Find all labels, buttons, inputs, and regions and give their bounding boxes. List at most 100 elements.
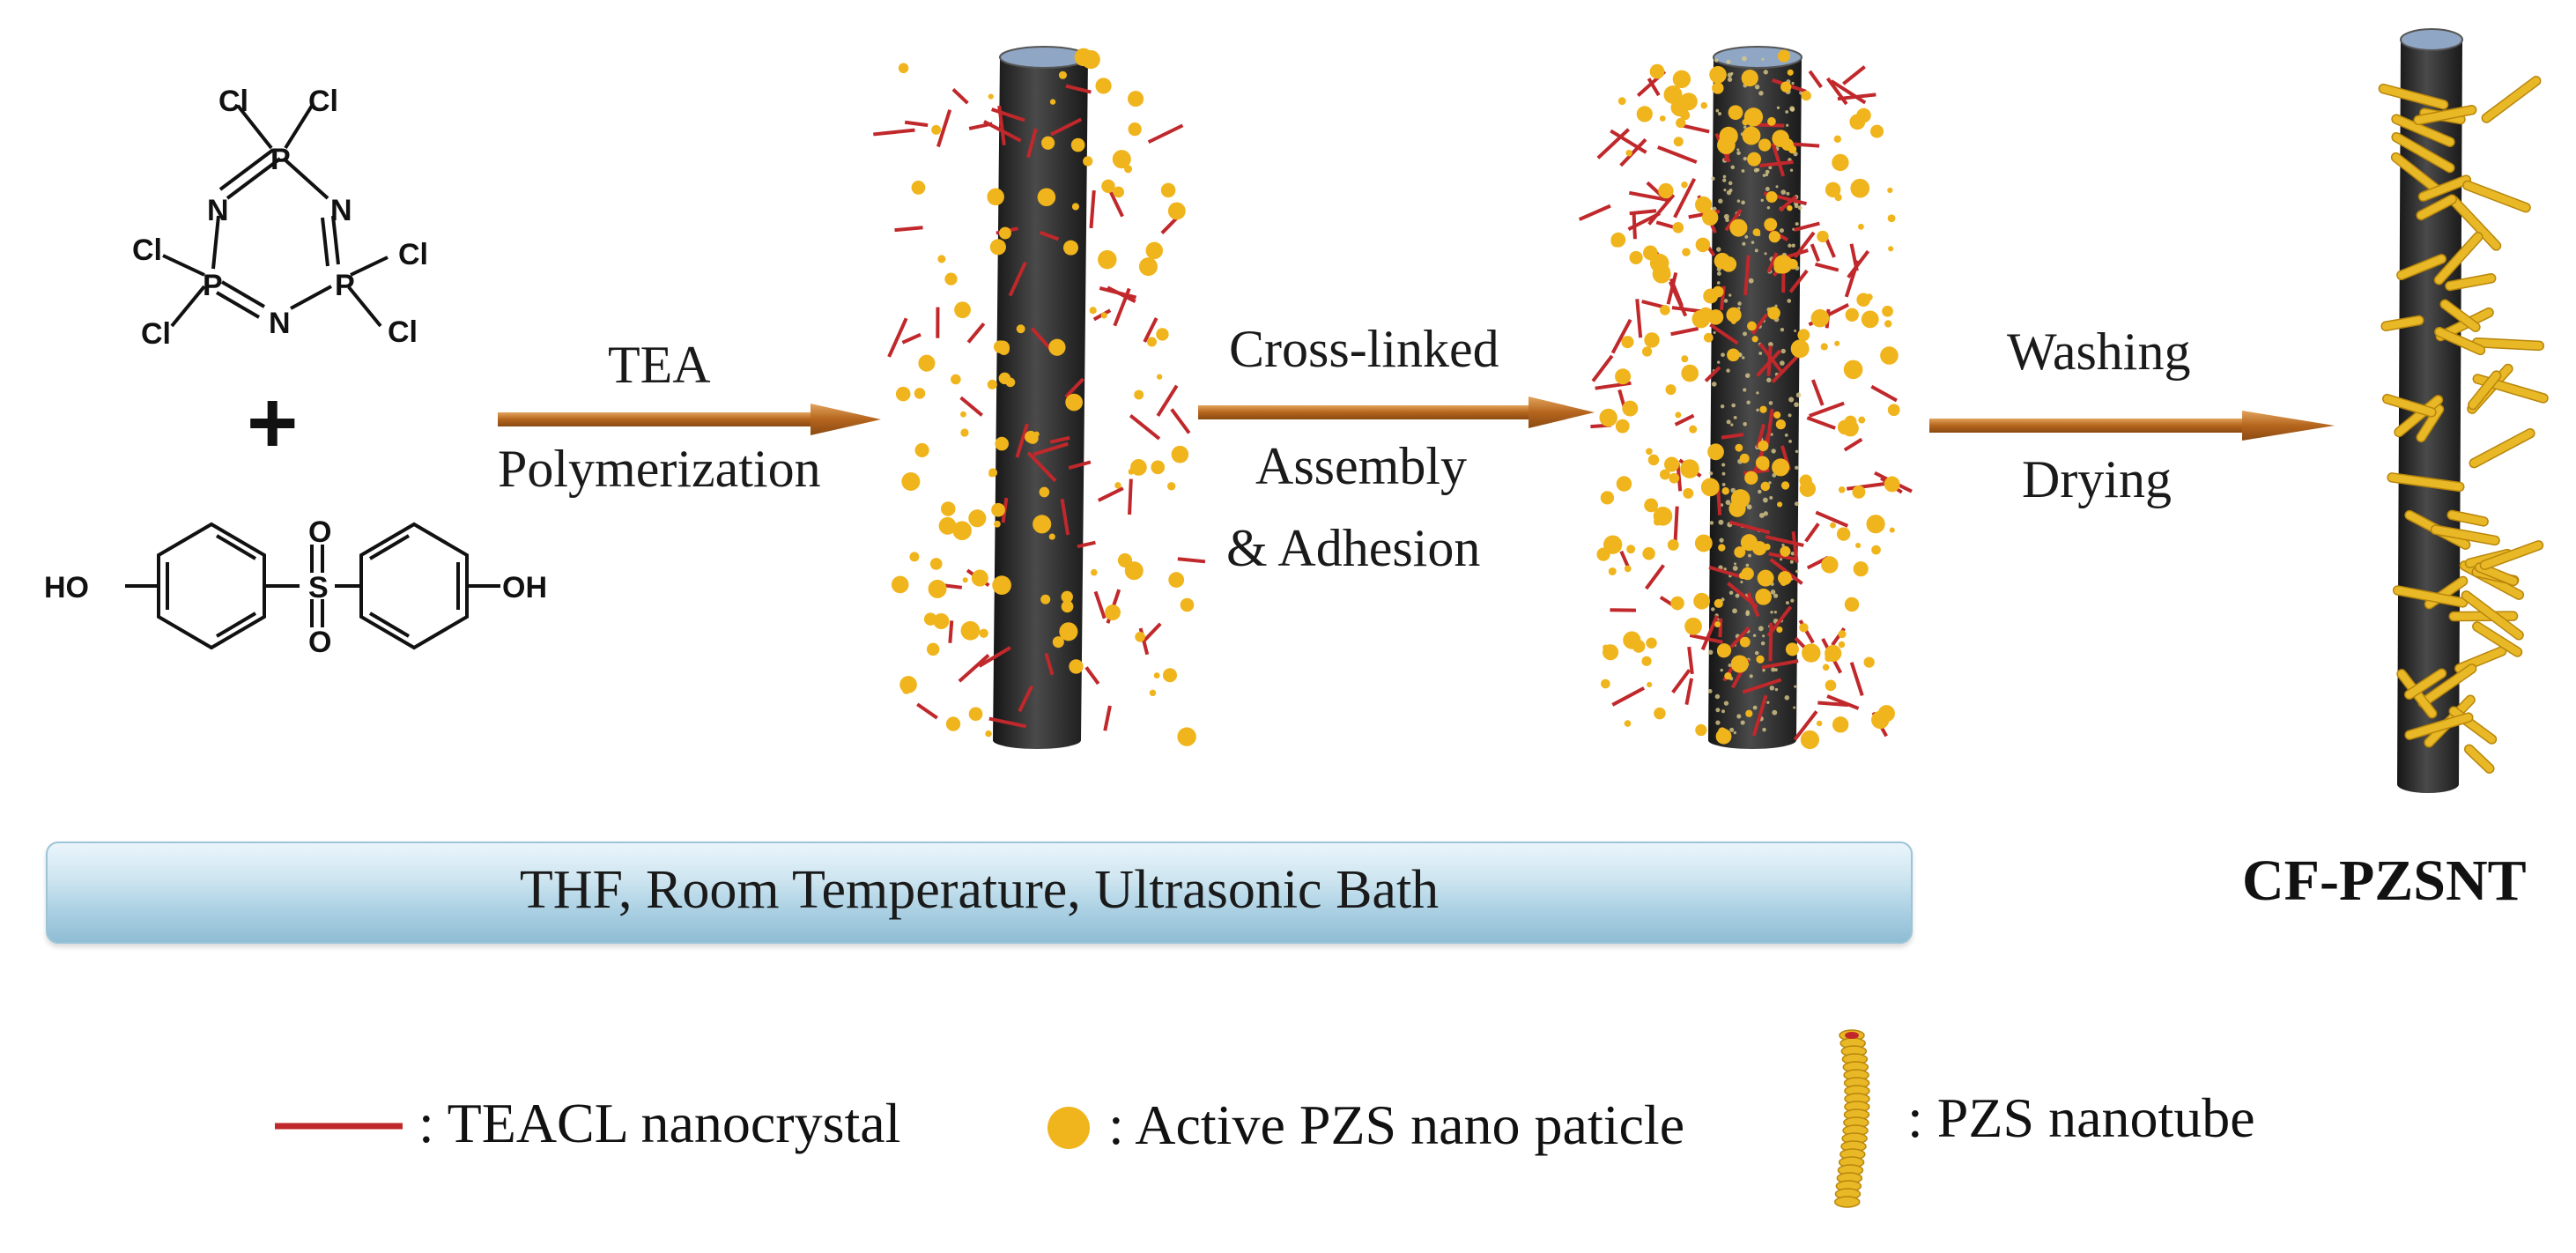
particle-mark [891,575,909,594]
particle-mark [1843,360,1863,380]
particle-mark [1600,491,1615,505]
particle-mark [1641,346,1653,357]
nanocrystal-mark [1809,401,1845,418]
step-3-top-label: Washing [2007,323,2191,381]
particle-mark [1788,145,1797,154]
particle-mark [1147,337,1157,347]
particle-mark [1603,535,1623,554]
nanocrystal-mark [1746,592,1760,618]
particle-mark [1654,707,1666,720]
nanocrystal-mark [1143,317,1158,343]
particle-mark [1772,458,1790,477]
particle-mark [1799,480,1817,497]
particle-mark [1810,308,1830,328]
particle-mark [898,63,909,74]
particle-mark [1743,108,1764,127]
nanocrystal-mark [1837,93,1876,101]
nanocrystal-mark [1724,208,1743,232]
particle-mark [1734,546,1746,559]
particle-mark [1665,384,1677,396]
particle-mark [1741,69,1758,87]
step-2-top-label: Cross-linked [1229,320,1499,378]
hccp-atom: Cl [398,238,428,271]
particle-mark [1700,478,1720,497]
particle-mark [1658,182,1674,199]
particle-mark [1646,448,1653,456]
nanocrystal-mark [1708,565,1743,579]
nanocrystal-mark [1729,626,1751,649]
particle-mark [1642,547,1655,560]
particle-mark [1149,689,1157,697]
particle-mark [1130,459,1147,476]
nanocrystal-mark [988,716,1027,729]
particle-mark [931,124,942,135]
arrow-1 [498,404,881,435]
hccp-atom: Cl [388,315,418,349]
particle-mark [1608,567,1617,575]
particle-mark [1780,545,1791,557]
plus-sign: + [247,374,299,472]
nanotube-mark [2479,540,2544,570]
nanotube-mark [2481,76,2542,123]
nanocrystal-mark [1141,622,1162,644]
particle-mark [1680,110,1691,121]
particle-mark [1752,228,1761,236]
particle-mark [1845,308,1859,322]
particle-mark [1871,545,1881,555]
particle-mark [1785,642,1799,656]
particle-mark [1641,656,1652,666]
particle-mark [1100,312,1107,319]
particle-mark [991,502,1005,517]
particle-mark [960,620,981,641]
particle-mark [1858,416,1866,424]
hccp-structure [162,104,389,328]
nanocrystal-mark [1647,193,1676,226]
bps-o-bottom-label: O [308,626,332,659]
hccp-atom: Cl [308,85,338,118]
nanocrystal-mark [1064,377,1084,398]
particle-mark [1636,106,1653,122]
nanocrystal-mark [1619,550,1631,569]
particle-mark [1773,261,1787,274]
nanocrystal-mark [1766,252,1779,273]
nanocrystal-mark [1817,701,1848,708]
particle-mark [1838,486,1846,493]
hccp-atom: N [330,194,352,227]
nanocrystal-mark [1065,84,1092,94]
nanocrystal-mark [1646,181,1670,204]
nanocrystal-mark [1591,354,1614,382]
particle-mark [1033,515,1052,534]
nanocrystal-mark [1170,408,1191,434]
particle-mark [1180,597,1195,612]
nanocrystal-mark [1709,323,1739,345]
particle-mark [1834,194,1842,202]
particle-mark [1616,476,1632,492]
particle-mark [1775,419,1787,430]
particle-mark [1061,590,1073,604]
particle-mark [1780,81,1792,93]
nanocrystal-mark [916,702,938,720]
particle-mark [1726,307,1742,323]
nanocrystal-mark [1635,299,1643,338]
nanocrystal-mark [1849,662,1864,697]
particle-mark [1160,182,1176,198]
nanotube-mark [2439,299,2481,332]
particle-mark [1730,655,1749,673]
nanotube-mark [2391,114,2455,147]
particle-mark [1098,249,1117,270]
fiber-top [2400,28,2463,51]
particle-mark [1887,404,1900,417]
particle-mark [1647,454,1660,466]
particle-mark [1124,165,1133,174]
nanocrystal-mark [1743,255,1751,296]
particle-mark [1114,482,1121,489]
nanocrystal-mark [1788,269,1809,293]
particle-mark [1171,445,1189,463]
nanocrystal-mark [1033,441,1069,456]
particle-mark [1768,231,1780,243]
nanocrystal-mark [1761,659,1799,670]
bps-s-label: S [308,571,329,604]
particle-mark [1861,310,1879,329]
particle-mark [1884,320,1892,328]
particle-mark [1669,472,1680,484]
